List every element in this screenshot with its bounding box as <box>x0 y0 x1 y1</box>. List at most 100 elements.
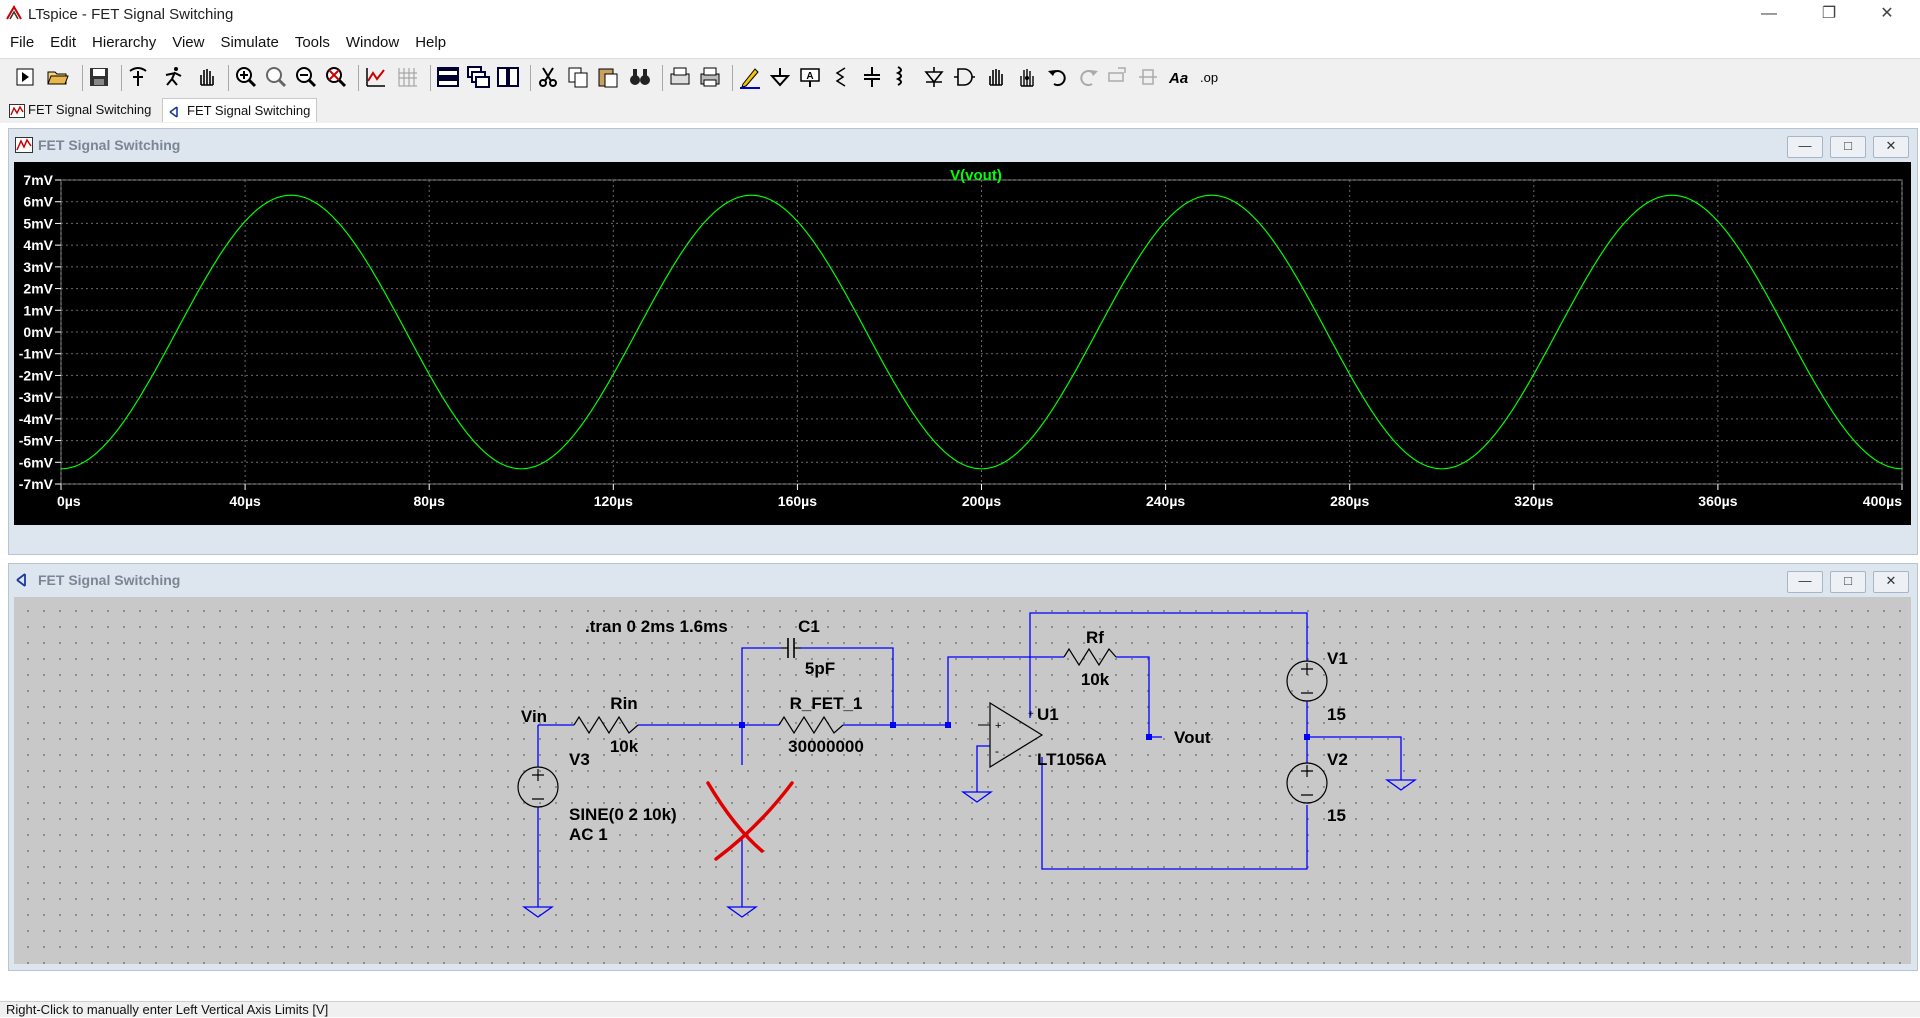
schematic-icon <box>168 103 182 126</box>
trace-vout <box>60 194 1903 470</box>
minimize-button[interactable]: — <box>1787 571 1823 593</box>
y-tick-label: -2mV <box>19 367 54 383</box>
menu-simulate[interactable]: Simulate <box>220 34 279 51</box>
y-tick-label: 4mV <box>23 237 53 253</box>
menu-edit[interactable]: Edit <box>50 34 77 51</box>
x-tick-label: 200µs <box>962 493 1001 509</box>
print-setup-icon[interactable] <box>668 65 692 89</box>
rotate-icon[interactable] <box>1106 65 1130 89</box>
grid-icon[interactable] <box>396 65 420 89</box>
x-tick-label: 0µs <box>57 493 81 509</box>
resistor-rin[interactable] <box>573 715 639 735</box>
close-button[interactable]: ✕ <box>1873 571 1909 593</box>
v3-value-ac: AC 1 <box>569 825 608 844</box>
voltage-source-v3[interactable] <box>517 766 559 808</box>
schematic-window-title: FET Signal Switching <box>38 572 181 588</box>
inductor-icon[interactable] <box>890 65 914 89</box>
close-button[interactable]: ✕ <box>1873 136 1909 158</box>
halt-icon[interactable] <box>162 65 186 89</box>
cascade-icon[interactable] <box>466 65 490 89</box>
tile-horizontal-icon[interactable] <box>436 65 460 89</box>
minimize-button[interactable]: — <box>1787 136 1823 158</box>
menu-hierarchy[interactable]: Hierarchy <box>92 34 157 51</box>
y-tick-label: -4mV <box>19 411 54 427</box>
drag-icon[interactable] <box>1014 65 1038 89</box>
resistor-rfet[interactable] <box>778 715 844 735</box>
redo-icon[interactable] <box>1076 65 1100 89</box>
maximize-button[interactable]: □ <box>1830 136 1866 158</box>
close-button[interactable]: ✕ <box>1880 5 1894 22</box>
label-net-icon[interactable]: A <box>798 65 822 89</box>
c1-name: C1 <box>798 617 820 636</box>
waveform-window-header: FET Signal Switching — □ ✕ <box>9 129 1917 161</box>
toolbar-separator <box>228 65 229 91</box>
save-icon[interactable] <box>87 65 111 89</box>
menu-help[interactable]: Help <box>415 34 447 51</box>
maximize-button[interactable]: □ <box>1830 571 1866 593</box>
control-panel-icon[interactable] <box>126 65 150 89</box>
menu-view[interactable]: View <box>172 34 205 51</box>
mirror-icon[interactable] <box>1136 65 1160 89</box>
menu-file[interactable]: File <box>10 34 35 51</box>
net-label-vout[interactable]: Vout <box>1174 728 1211 747</box>
text-icon[interactable]: Aa <box>1168 65 1192 89</box>
paste-icon[interactable] <box>596 65 620 89</box>
waveform-plot[interactable]: 7mV6mV5mV4mV3mV2mV1mV0mV-1mV-2mV-3mV-4mV… <box>14 162 1911 525</box>
menu-tools[interactable]: Tools <box>294 34 330 51</box>
voltage-source-v2[interactable] <box>1286 762 1328 804</box>
schematic-canvas[interactable]: + - + - <box>14 597 1911 964</box>
schematic-drawing[interactable]: + - + - <box>14 597 1911 964</box>
minimize-button[interactable]: — <box>1761 5 1777 22</box>
component-icon[interactable] <box>952 65 976 89</box>
tab-schematic[interactable]: FET Signal Switching <box>162 98 318 122</box>
y-tick-label: 5mV <box>23 215 53 231</box>
y-axis-ticks: 7mV6mV5mV4mV3mV2mV1mV0mV-1mV-2mV-3mV-4mV… <box>19 172 61 492</box>
ground-icon[interactable] <box>768 65 792 89</box>
u1-name: U1 <box>1037 705 1059 724</box>
move-icon[interactable] <box>984 65 1008 89</box>
voltage-source-v1[interactable] <box>1286 660 1328 702</box>
zoom-in-icon[interactable] <box>234 65 258 89</box>
menu-window[interactable]: Window <box>345 34 400 51</box>
toolbar-separator <box>82 65 83 91</box>
resistor-rf[interactable] <box>1063 647 1117 667</box>
x-tick-label: 360µs <box>1698 493 1737 509</box>
spice-directive[interactable]: .tran 0 2ms 1.6ms <box>585 617 728 636</box>
autorange-icon[interactable] <box>364 65 388 89</box>
tile-vertical-icon[interactable] <box>496 65 520 89</box>
open-icon[interactable] <box>46 65 70 89</box>
draw-wire-icon[interactable] <box>738 65 762 89</box>
opamp-u1[interactable]: + - + - <box>978 701 1044 769</box>
trace-label[interactable]: V(vout) <box>950 167 1002 184</box>
zoom-area-icon[interactable] <box>264 65 288 89</box>
pan-icon[interactable] <box>194 65 218 89</box>
zoom-cancel-icon[interactable] <box>324 65 348 89</box>
tab-waveform[interactable]: FET Signal Switching <box>4 98 157 121</box>
restore-button[interactable]: ❐ <box>1821 5 1837 22</box>
x-tick-label: 160µs <box>778 493 817 509</box>
ltspice-logo-icon <box>6 5 22 26</box>
y-tick-label: 2mV <box>23 281 53 297</box>
undo-icon[interactable] <box>1046 65 1070 89</box>
y-tick-label: 6mV <box>23 194 53 210</box>
print-icon[interactable] <box>698 65 722 89</box>
run-icon[interactable] <box>14 65 38 89</box>
find-icon[interactable] <box>628 65 652 89</box>
status-text: Right-Click to manually enter Left Verti… <box>6 1002 329 1017</box>
capacitor-icon[interactable] <box>860 65 884 89</box>
spice-directive-icon[interactable]: .op <box>1198 65 1222 89</box>
copy-icon[interactable] <box>566 65 590 89</box>
wires <box>537 612 1402 907</box>
y-tick-label: -3mV <box>19 389 54 405</box>
diode-icon[interactable] <box>922 65 946 89</box>
resistor-icon[interactable] <box>828 65 852 89</box>
capacitor-c1[interactable] <box>781 638 801 658</box>
net-label-vin[interactable]: Vin <box>521 707 547 726</box>
rf-name: Rf <box>1086 628 1104 647</box>
cut-icon[interactable] <box>536 65 560 89</box>
zoom-out-icon[interactable] <box>294 65 318 89</box>
